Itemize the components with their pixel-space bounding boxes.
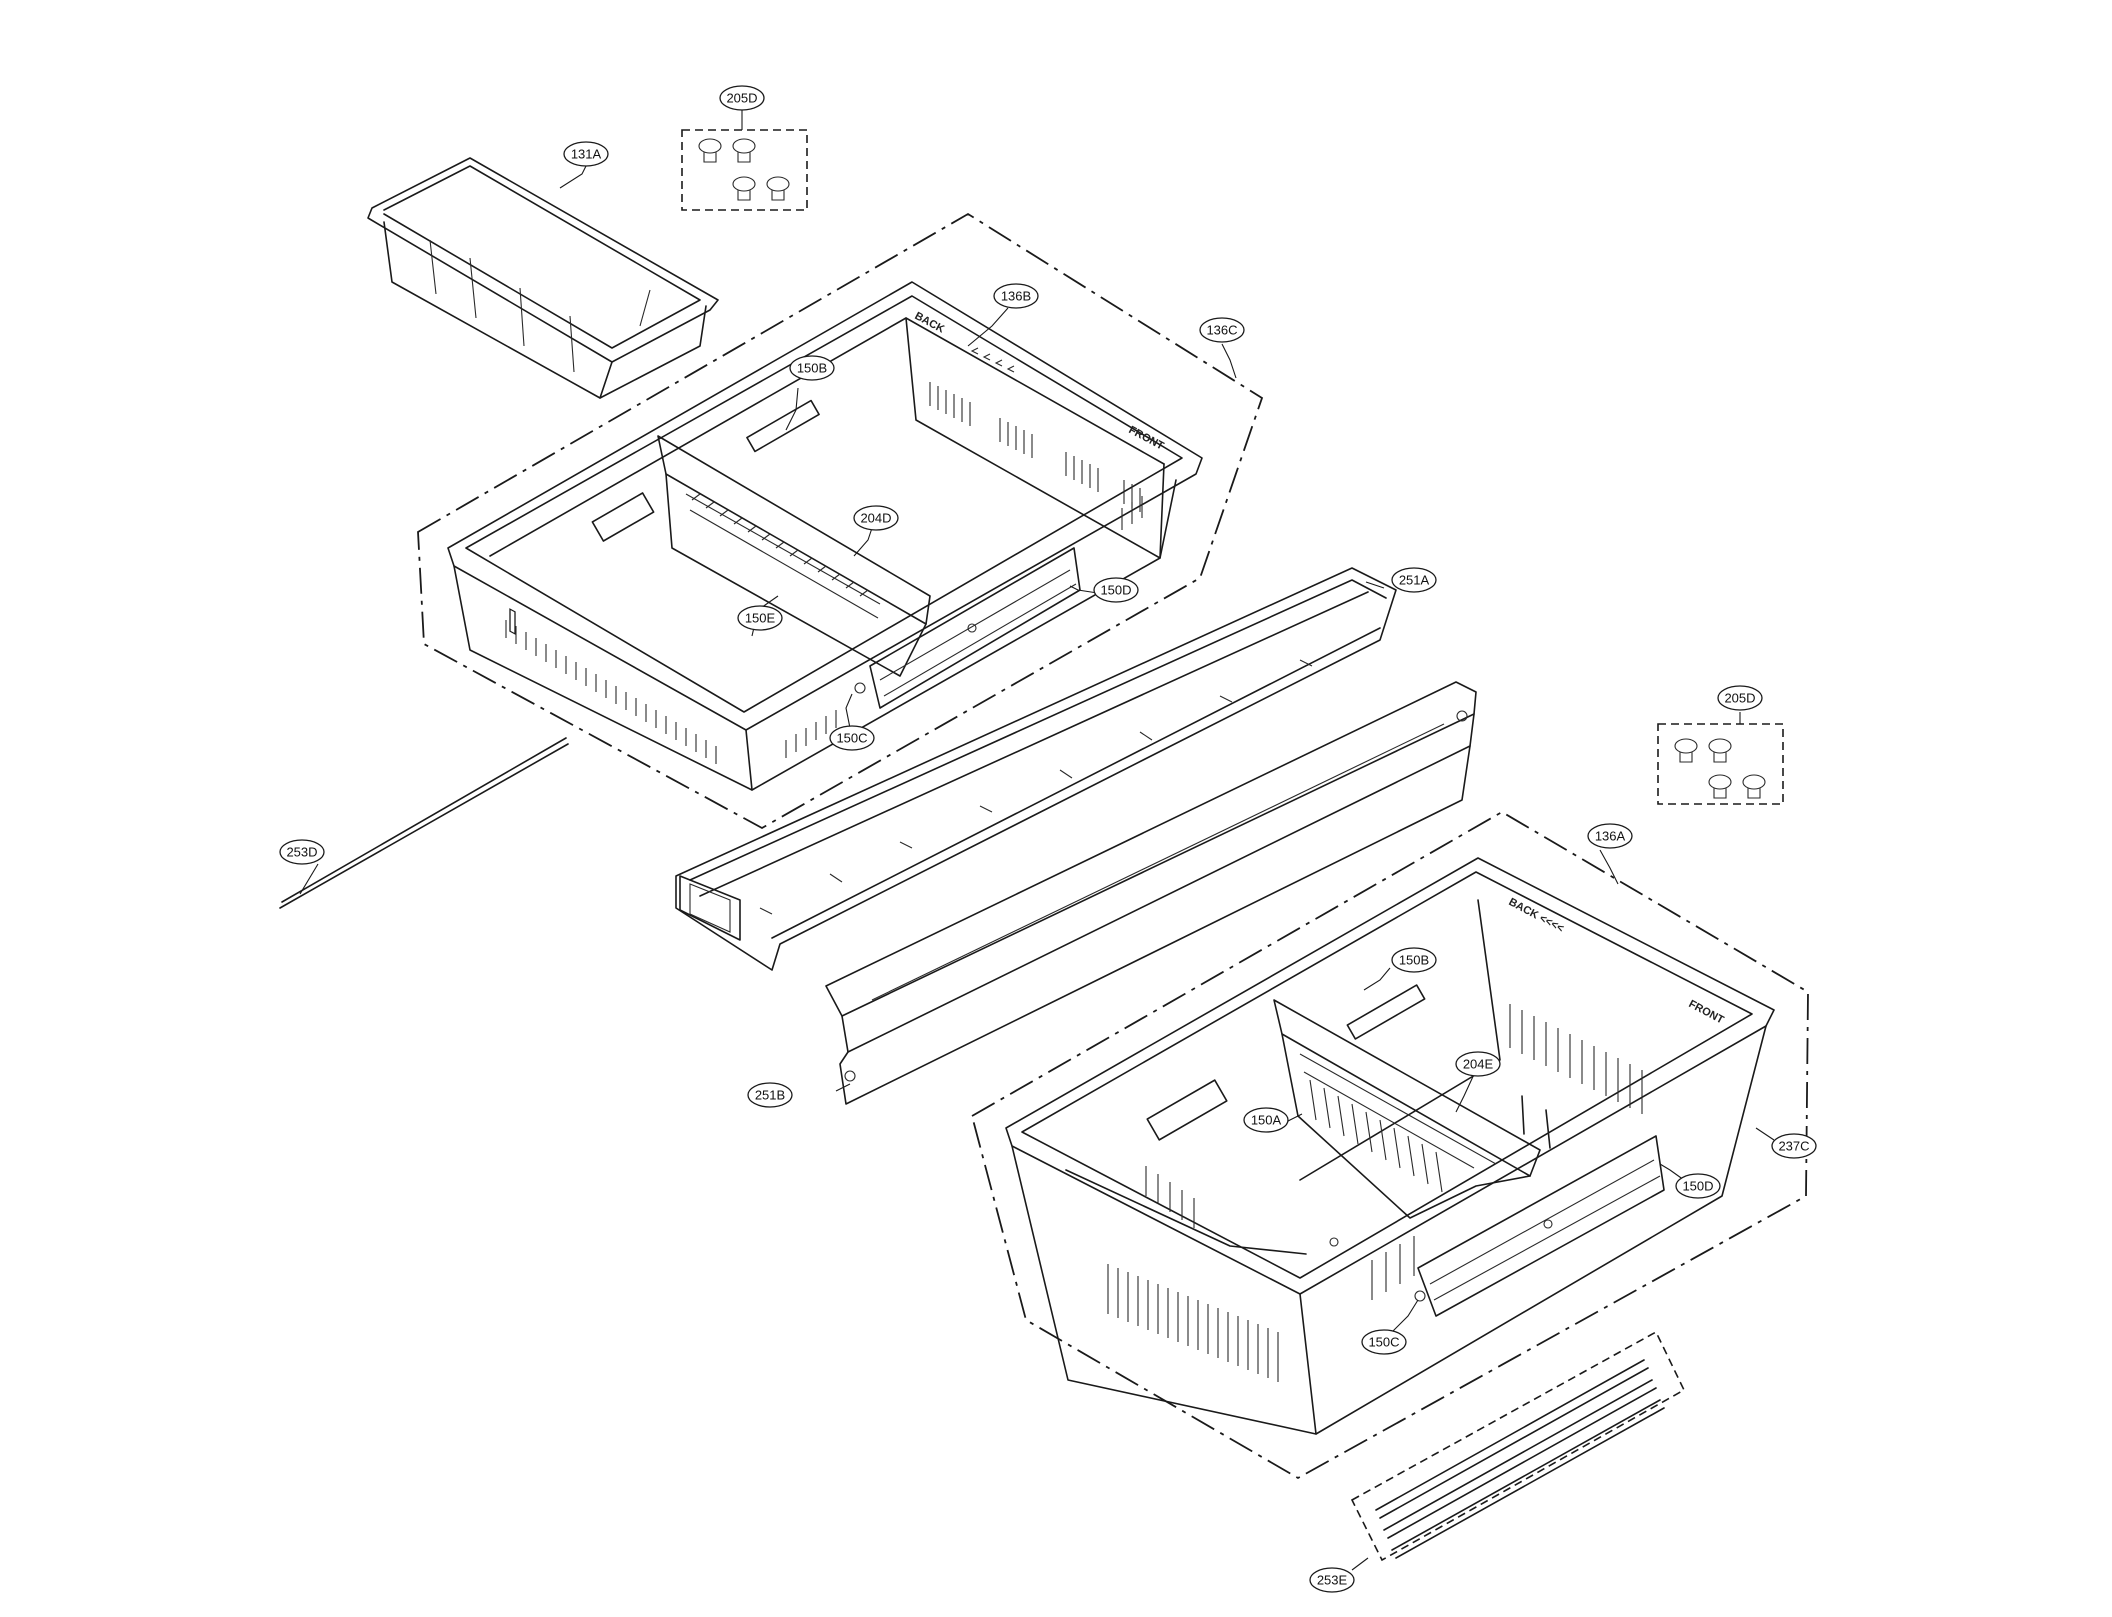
callout-150b-bottom: 150B — [1391, 947, 1437, 973]
callout-label: 205D — [726, 91, 757, 106]
callout-136a: 136A — [1587, 823, 1633, 849]
callout-251b: 251B — [747, 1082, 793, 1108]
callout-205d-right: 205D — [1717, 685, 1763, 711]
callout-205d-top: 205D — [719, 85, 765, 111]
callout-131a: 131A — [563, 141, 609, 167]
callout-label: 150B — [797, 361, 827, 376]
callout-150b-top: 150B — [789, 355, 835, 381]
callout-label: 150E — [745, 611, 776, 626]
part-131a-bin — [367, 157, 719, 399]
part-251a-rail — [675, 567, 1397, 971]
callout-150e: 150E — [737, 605, 783, 631]
callout-label: 253E — [1317, 1573, 1348, 1588]
callout-label: 204D — [860, 511, 891, 526]
callout-label: 131A — [571, 147, 602, 162]
embossed-front-top: FRONT — [1127, 424, 1166, 453]
part-205d-clips-top — [681, 129, 808, 211]
callout-150c-bottom: 150C — [1361, 1329, 1407, 1355]
part-205d-clips-right — [1657, 723, 1784, 805]
callout-label: 150C — [1368, 1335, 1399, 1350]
part-136b-drawer-top: BACK FRONT — [447, 281, 1203, 791]
callout-label: 251B — [755, 1088, 785, 1103]
embossed-front-bottom: FRONT — [1687, 998, 1726, 1027]
callout-253d: 253D — [279, 839, 325, 865]
embossed-back-bottom: BACK <<<< — [1507, 896, 1566, 935]
leader-lines — [299, 110, 1775, 1571]
part-253e-rods — [1350, 1330, 1686, 1562]
part-251b-rail — [825, 681, 1477, 1105]
callout-label: 205D — [1724, 691, 1755, 706]
callout-251a: 251A — [1391, 567, 1437, 593]
callout-label: 204E — [1463, 1057, 1494, 1072]
callout-label: 150B — [1399, 953, 1429, 968]
callout-label: 150D — [1100, 583, 1131, 598]
part-204e-divider-bottom — [1146, 984, 1665, 1317]
callout-150d-top: 150D — [1093, 577, 1139, 603]
callout-label: 150C — [836, 731, 867, 746]
part-136c-assembly-outline — [417, 212, 1264, 830]
callout-237c: 237C — [1771, 1133, 1817, 1159]
callout-150d-bottom: 150D — [1675, 1173, 1721, 1199]
callout-label: 150A — [1251, 1113, 1282, 1128]
callout-label: 150D — [1682, 1179, 1713, 1194]
callout-label: 136B — [1001, 289, 1031, 304]
part-253d-rod — [279, 737, 569, 909]
callout-204d: 204D — [853, 505, 899, 531]
callout-136b: 136B — [993, 283, 1039, 309]
part-136a-assembly-outline — [970, 810, 1809, 1480]
callout-label: 253D — [286, 845, 317, 860]
callout-150c-top: 150C — [829, 725, 875, 751]
callout-label: 237C — [1778, 1139, 1809, 1154]
callout-150a: 150A — [1243, 1107, 1289, 1133]
callout-253e: 253E — [1309, 1567, 1355, 1593]
callout-label: 136A — [1595, 829, 1626, 844]
callout-label: 136C — [1206, 323, 1237, 338]
callout-204e: 204E — [1455, 1051, 1501, 1077]
callout-136c: 136C — [1199, 317, 1245, 343]
callout-label: 251A — [1399, 573, 1430, 588]
part-204d-divider-top — [591, 399, 1081, 709]
